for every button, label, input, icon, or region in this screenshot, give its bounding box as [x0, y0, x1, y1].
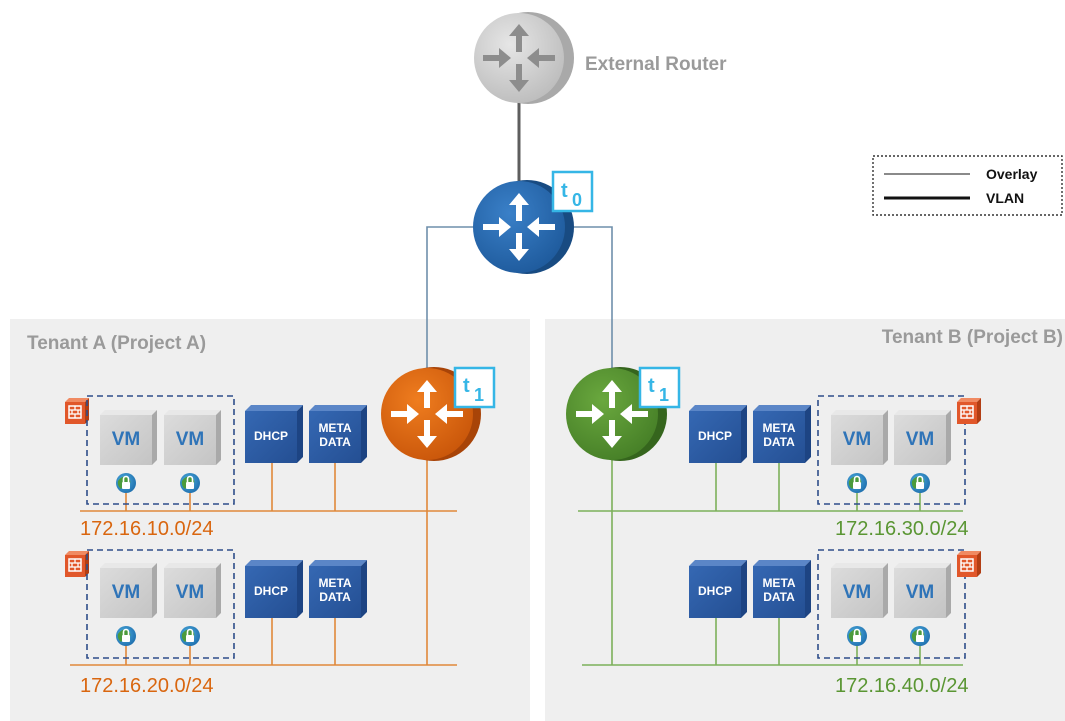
globe-lock-icon [179, 625, 201, 647]
t0-badge-sub: 0 [572, 190, 582, 210]
dhcp-label: DHCP [254, 584, 288, 598]
vm-group-border [86, 395, 235, 505]
metadata-label-line1: META [762, 421, 795, 435]
vm-label: VM [112, 582, 141, 603]
metadata-label-line2: DATA [763, 590, 795, 604]
t0-badge: t 0 [551, 170, 594, 213]
legend-vlan-label: VLAN [986, 190, 1024, 206]
tenant-a-t1-badge-sub: 1 [474, 385, 484, 405]
vm-label: VM [906, 582, 935, 603]
vm-label: VM [843, 429, 872, 450]
t0-badge-letter: t [561, 180, 568, 202]
vm-group-border [817, 395, 966, 505]
tenant-b-title: Tenant B (Project B) [882, 327, 1063, 348]
overlay-link-t0-to-tenant-a [426, 226, 480, 372]
vm-label: VM [906, 429, 935, 450]
globe-lock-icon [846, 472, 868, 494]
external-router-label: External Router [585, 54, 727, 75]
subnet-label: 172.16.10.0/24 [80, 518, 213, 540]
tenant-b-t1-badge-sub: 1 [659, 385, 669, 405]
subnet-label: 172.16.40.0/24 [835, 675, 968, 697]
globe-lock-icon [179, 472, 201, 494]
globe-lock-icon [846, 625, 868, 647]
subnet-label: 172.16.30.0/24 [835, 518, 968, 540]
dhcp-label: DHCP [698, 429, 732, 443]
vm-label: VM [843, 582, 872, 603]
metadata-label-line2: DATA [319, 435, 351, 449]
globe-lock-icon [909, 472, 931, 494]
tenant-b-segment-1: DHCP META DATA VM VM 172.16.30.0/24 [689, 395, 982, 540]
tenant-a-segment-2: VM VM DHCP META DATA 172.16.20.0/24 [64, 549, 367, 697]
overlay-link-t0-to-tenant-b [560, 226, 613, 372]
globe-lock-icon [115, 472, 137, 494]
firewall-icon [956, 397, 982, 425]
metadata-label-line2: DATA [763, 435, 795, 449]
firewall-icon [64, 397, 90, 425]
subnet-label: 172.16.20.0/24 [80, 675, 213, 697]
external-router-icon [474, 12, 574, 104]
vm-label: VM [112, 429, 141, 450]
tenant-a-title: Tenant A (Project A) [27, 333, 206, 354]
firewall-icon [64, 550, 90, 578]
tenant-a-t1-badge-letter: t [463, 375, 470, 397]
metadata-label-line1: META [318, 421, 351, 435]
legend-overlay-label: Overlay [986, 166, 1038, 182]
tenant-a-segment-1: VM VM DHCP META DATA 172.16.10.0/24 [64, 395, 367, 540]
firewall-icon [956, 550, 982, 578]
vm-label: VM [176, 429, 205, 450]
tenant-b-t1-badge: t 1 [638, 366, 681, 409]
tenant-b-segment-2: DHCP META DATA VM VM 172.16.40.0/24 [689, 549, 982, 697]
vm-group-border [817, 549, 966, 659]
vm-label: VM [176, 582, 205, 603]
dhcp-label: DHCP [254, 429, 288, 443]
globe-lock-icon [115, 625, 137, 647]
vm-group-border [86, 549, 235, 659]
metadata-label-line2: DATA [319, 590, 351, 604]
dhcp-label: DHCP [698, 584, 732, 598]
t0-router-icon [473, 180, 574, 274]
tenant-b-t1-badge-letter: t [648, 375, 655, 397]
tenant-a-t1-badge: t 1 [453, 366, 496, 409]
metadata-label-line1: META [318, 576, 351, 590]
legend: Overlay VLAN [872, 155, 1063, 216]
metadata-label-line1: META [762, 576, 795, 590]
globe-lock-icon [909, 625, 931, 647]
